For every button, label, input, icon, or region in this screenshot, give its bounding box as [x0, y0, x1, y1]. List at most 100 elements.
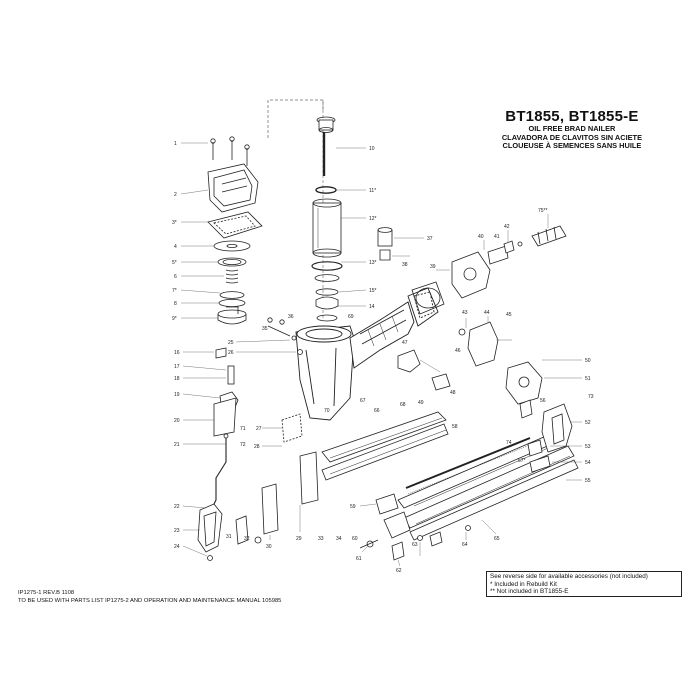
callout-22: 22	[174, 504, 180, 510]
lower-right-callouts	[359, 503, 497, 567]
callout-28: 28	[254, 444, 260, 450]
callout-41: 41	[494, 234, 500, 240]
callout-57: 57*	[518, 458, 526, 464]
callout-10: 10	[369, 146, 375, 152]
callout-35: 35	[262, 326, 268, 332]
callout-36: 36	[288, 314, 294, 320]
callout-71: 71	[240, 426, 246, 432]
callout-65: 65	[494, 536, 500, 542]
callout-30: 30	[266, 544, 272, 550]
right-upper-callouts	[392, 214, 549, 271]
right-mid-callouts	[419, 316, 582, 481]
legend-not-included-note: ** Not included in BT1855-E	[490, 588, 569, 596]
callout-62: 62	[396, 568, 402, 574]
callout-8: 8	[174, 301, 177, 307]
callout-24: 24	[174, 544, 180, 550]
callout-72: 72	[240, 442, 246, 448]
callout-27: 27	[256, 426, 262, 432]
trigger-safety-parts	[197, 347, 239, 561]
callout-54: 54	[585, 460, 591, 466]
callout-23: 23	[174, 528, 180, 534]
callout-58: 58	[452, 424, 458, 430]
callout-34: 34	[336, 536, 342, 542]
callout-32: 32	[244, 536, 250, 542]
title-block: BT1855, BT1855-E OIL FREE BRAD NAILER CL…	[502, 108, 642, 151]
callout-46: 46	[455, 348, 461, 354]
callout-2: 2	[174, 192, 177, 198]
subtitle-french: CLOUEUSE À SEMENCES SANS HUILE	[502, 141, 642, 151]
callout-55: 55	[585, 478, 591, 484]
tool-housing	[295, 287, 439, 421]
callout-52: 52	[585, 420, 591, 426]
callout-37: 37	[427, 236, 433, 242]
left-callouts	[180, 142, 224, 319]
callout-68: 68	[400, 402, 406, 408]
legend-box: See reverse side for available accessori…	[486, 571, 682, 597]
callout-61: 61	[356, 556, 362, 562]
callout-4: 4	[174, 244, 177, 250]
callout-44: 44	[484, 310, 490, 316]
callout-3: 3*	[172, 220, 177, 226]
callout-53: 53	[585, 444, 591, 450]
callout-67: 67	[360, 398, 366, 404]
callout-73: 73	[588, 394, 594, 400]
callout-64: 64	[462, 542, 468, 548]
callout-12: 12*	[369, 216, 377, 222]
callout-48: 48	[450, 390, 456, 396]
callout-69: 69	[348, 314, 354, 320]
callout-16: 16	[174, 350, 180, 356]
callout-15: 15*	[369, 288, 377, 294]
callout-50: 50	[585, 358, 591, 364]
callout-21: 21	[174, 442, 180, 448]
latch-adjustment-parts	[397, 321, 573, 473]
callout-31: 31	[226, 534, 232, 540]
callout-39: 39	[430, 264, 436, 270]
subtitle-english: OIL FREE BRAD NAILER	[528, 124, 616, 133]
callout-43: 43	[462, 310, 468, 316]
callout-40: 40	[478, 234, 484, 240]
callout-56: 56	[540, 398, 546, 404]
callout-42: 42	[504, 224, 510, 230]
callout-5: 5*	[172, 260, 177, 266]
document-id: IP1275-1 REV.B 1108	[18, 590, 75, 596]
model-title: BT1855, BT1855-E	[505, 108, 639, 125]
legend-accessories-note: See reverse side for available accessori…	[490, 573, 648, 580]
lower-center-parts	[235, 317, 319, 545]
callout-70: 70	[324, 408, 330, 414]
callout-59: 59	[350, 504, 356, 510]
callout-18: 18	[174, 376, 180, 382]
callout-1: 1	[174, 141, 177, 147]
callout-29: 29	[296, 536, 302, 542]
callout-38: 38	[402, 262, 408, 268]
valve-fitting-parts	[377, 225, 567, 315]
callout-33: 33	[318, 536, 324, 542]
cap-assembly	[207, 136, 263, 325]
usage-note: TO BE USED WITH PARTS LIST IP1275-2 AND …	[18, 598, 282, 604]
callout-6: 6	[174, 274, 177, 280]
callout-26: 26	[228, 350, 234, 356]
callout-66: 66	[374, 408, 380, 414]
pusher-parts	[359, 493, 471, 561]
callout-51: 51	[585, 376, 591, 382]
callout-63: 63	[412, 542, 418, 548]
callout-17: 17	[174, 364, 180, 370]
callout-13: 13*	[369, 260, 377, 266]
callout-45: 45	[506, 312, 512, 318]
magazine-assembly	[321, 411, 579, 541]
cylinder-assembly	[267, 99, 343, 322]
callout-19: 19	[174, 392, 180, 398]
callout-20: 20	[174, 418, 180, 424]
center-callouts	[336, 147, 367, 307]
callout-7: 7*	[172, 288, 177, 294]
callout-47: 47	[402, 340, 408, 346]
callout-60: 60	[352, 536, 358, 542]
callout-14: 14	[369, 304, 375, 310]
legend-rebuild-kit-note: * Included in Rebuild Kit	[490, 580, 557, 588]
callout-9: 9*	[172, 316, 177, 322]
callout-49: 49	[418, 400, 424, 406]
callout-75: 75**	[538, 208, 548, 214]
left-mid-callouts	[182, 351, 227, 557]
callout-74: 74	[506, 440, 512, 446]
subtitle-spanish: CLAVADORA DE CLAVITOS SIN ACIETE	[501, 132, 642, 142]
